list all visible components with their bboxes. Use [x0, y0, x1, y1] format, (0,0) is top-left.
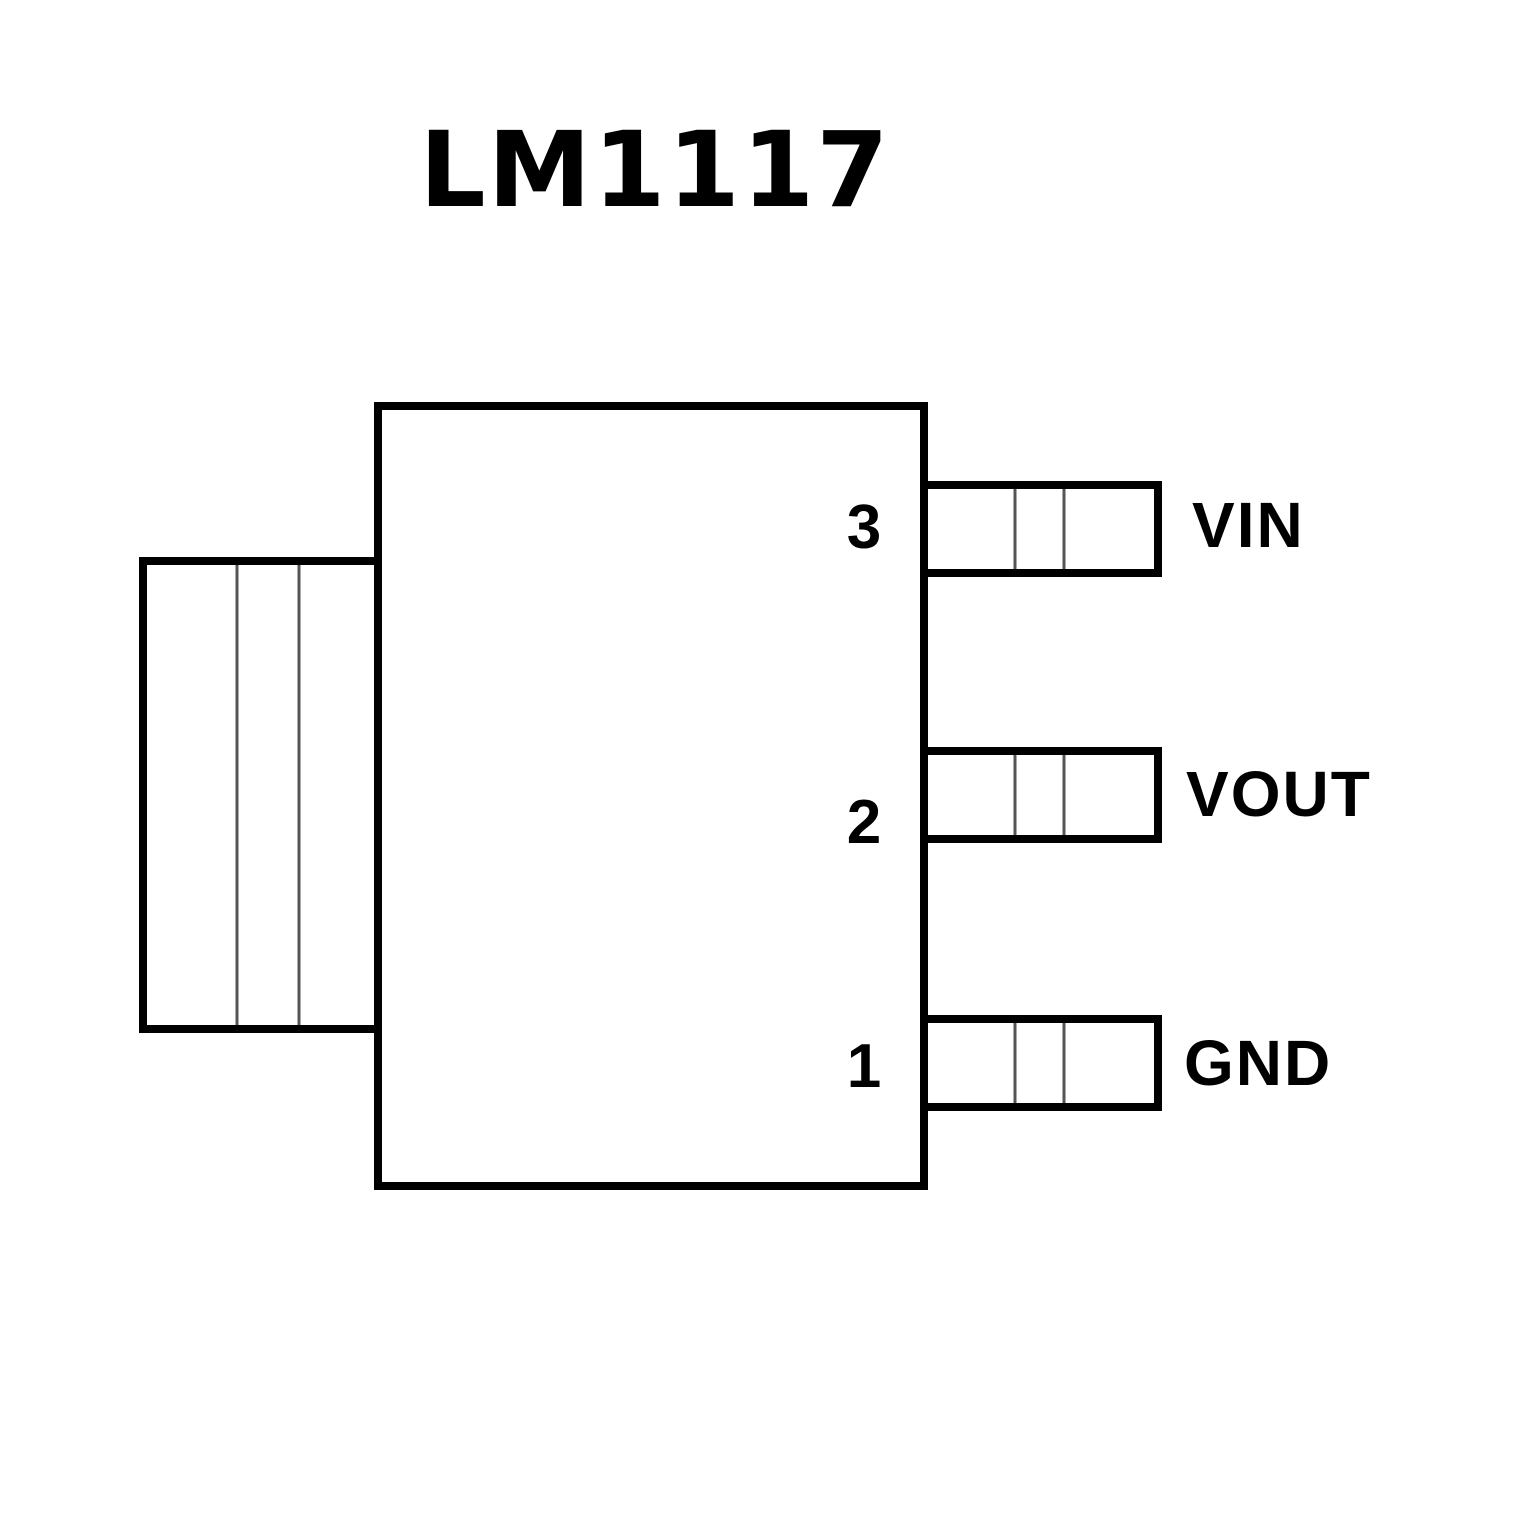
pin-lead-2-outline	[920, 747, 1162, 843]
pin-label-vout: VOUT	[1186, 758, 1372, 830]
package-body	[374, 402, 928, 1190]
pin-lead-1-outline	[920, 1015, 1162, 1111]
chip-title: LM1117	[419, 109, 891, 231]
pin-label-gnd: GND	[1184, 1027, 1332, 1099]
pin-number-2: 2	[847, 788, 881, 857]
heatsink-tab	[139, 557, 382, 1033]
pin-label-vin: VIN	[1192, 489, 1305, 561]
pin-lead-2	[920, 747, 1162, 843]
heatsink-tab-outline	[139, 557, 382, 1033]
pin-lead-3	[920, 481, 1162, 577]
pin-lead-1	[920, 1015, 1162, 1111]
pin-number-1: 1	[847, 1032, 881, 1101]
pin-number-3: 3	[847, 493, 881, 562]
pin-lead-3-outline	[920, 481, 1162, 577]
